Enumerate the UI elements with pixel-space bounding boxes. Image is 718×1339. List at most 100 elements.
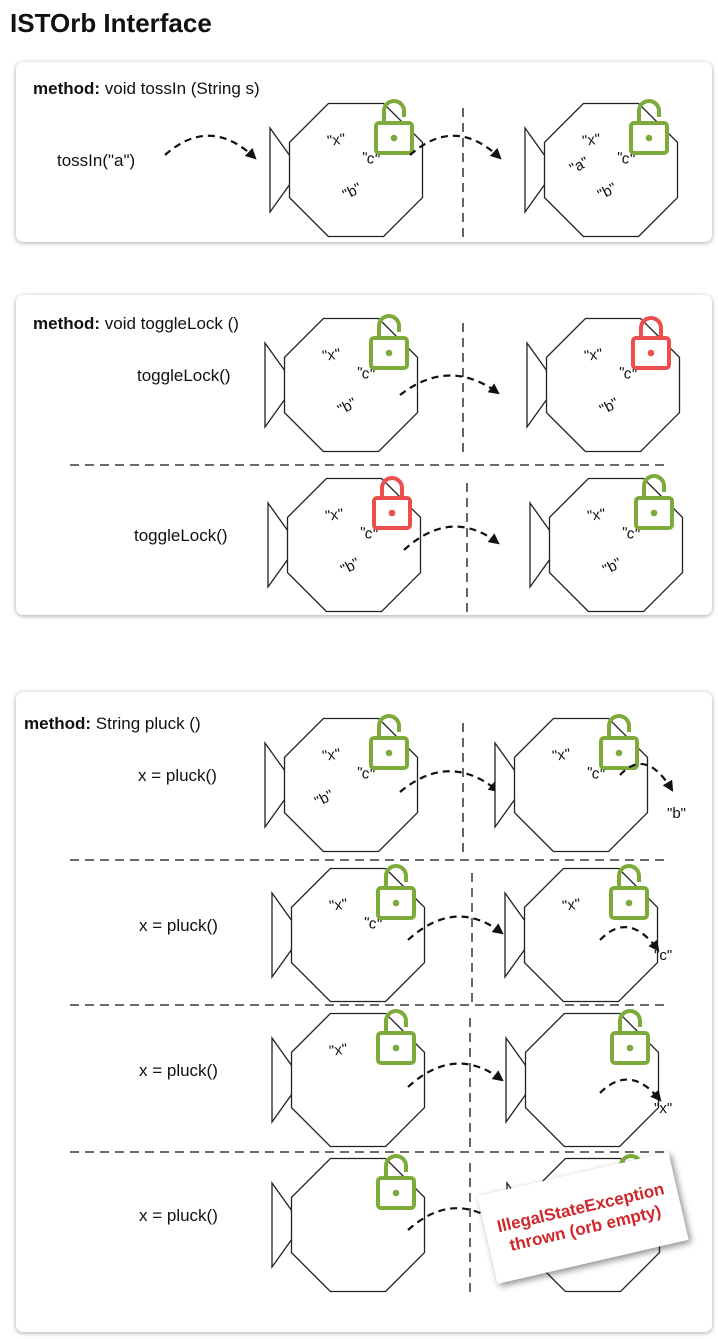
padlock-open-icon [376, 864, 416, 920]
padlock-shackle [382, 99, 406, 123]
padlock-shackle [377, 714, 401, 738]
padlock-shackle [384, 1009, 408, 1033]
method-keyword: method: [33, 79, 101, 98]
orb-after: "x""c" [494, 714, 649, 853]
padlock-shackle [617, 864, 641, 888]
orb-string: "x" [581, 131, 601, 150]
padlock-shackle [607, 714, 631, 738]
method-signature: void tossIn (String s) [100, 79, 260, 98]
padlock-open-icon [369, 714, 409, 770]
padlock-keyhole [626, 1044, 634, 1052]
padlock-shackle [637, 99, 661, 123]
orb-funnel [267, 500, 289, 590]
transition-row: x = pluck() "x" "x" [139, 1009, 672, 1152]
padlock-keyhole [645, 134, 653, 142]
padlock-shackle [384, 864, 408, 888]
padlock-keyhole [625, 899, 633, 907]
method-call-label: tossIn("a") [57, 151, 135, 170]
tossin-method-heading: method: void tossIn (String s) [33, 79, 260, 99]
padlock-open-icon [609, 864, 649, 920]
orb-funnel [524, 125, 546, 215]
transition-arrow [399, 374, 500, 396]
plucked-value: "x" [654, 1100, 672, 1117]
padlock-shackle [639, 316, 663, 338]
orb-funnel [269, 125, 291, 215]
orb-string: "c" [362, 914, 382, 933]
padlock-shackle [380, 476, 404, 498]
orb-funnel [271, 890, 293, 980]
padlock-shackle [642, 474, 666, 498]
padlock-keyhole [392, 1189, 400, 1197]
padlock-keyhole [385, 749, 393, 757]
padlock-keyhole [388, 509, 396, 517]
method-signature: String pluck () [91, 714, 201, 733]
padlock-keyhole [385, 349, 393, 357]
orb-string: "x" [561, 896, 581, 915]
orb-string: "b" [597, 395, 622, 419]
togglelock-method-heading: method: void toggleLock () [33, 314, 239, 334]
transition-row: x = pluck()"x""c""b""x""c""b" [138, 714, 686, 857]
pluck-method-heading: method: String pluck () [24, 714, 201, 734]
orb-after: "x""c""a""b" [524, 99, 679, 238]
orb-string: "x" [324, 506, 344, 525]
padlock-keyhole [392, 899, 400, 907]
padlock-open-icon [634, 474, 674, 530]
page-title: ISTOrb Interface [10, 8, 212, 38]
orb-funnel [264, 340, 286, 430]
orb-string: "x" [321, 346, 341, 365]
pluck-result-arrow [619, 763, 674, 792]
orb-string: "b" [340, 180, 365, 204]
orb-string: "c" [617, 364, 637, 383]
orb-string: "x" [586, 506, 606, 525]
orb-before: "x""c""b" [264, 714, 419, 853]
padlock-open-icon [610, 1009, 650, 1065]
padlock-open-icon [369, 314, 409, 370]
orb-string: "x" [326, 131, 346, 150]
method-call-label: toggleLock() [137, 366, 231, 385]
orb-string: "b" [338, 555, 363, 579]
orb-before [271, 1154, 426, 1293]
method-keyword: method: [24, 714, 92, 733]
padlock-open-icon [629, 99, 669, 155]
pluck-result-arrow [599, 926, 660, 952]
orb-after: "x" [504, 864, 659, 1003]
padlock-open-icon [374, 99, 414, 155]
orb-string: "c" [358, 524, 378, 543]
padlock-open-icon [599, 714, 639, 770]
orb-string: "x" [321, 746, 341, 765]
method-call-label: x = pluck() [139, 1061, 218, 1080]
orb-before: "x""c" [271, 864, 426, 1003]
orb-funnel [504, 890, 526, 980]
orb-string: "x" [583, 346, 603, 365]
orb-after: "x""c""b" [529, 474, 684, 613]
transition-row: tossIn("a")"x""c""b""x""c""a""b" [57, 99, 679, 242]
orb-string: "x" [328, 1041, 348, 1060]
orb-before: "x" [271, 1009, 426, 1148]
transition-arrow [407, 1062, 504, 1088]
orb-string: "c" [620, 524, 640, 543]
method-call-label: x = pluck() [139, 916, 218, 935]
orb-string: "c" [360, 149, 380, 168]
orb-funnel [505, 1035, 527, 1125]
orb-funnel [494, 740, 516, 830]
transition-arrow [403, 525, 500, 551]
transition-arrow [409, 134, 502, 160]
transition-row: x = pluck()"x""c""x""c" [139, 864, 672, 1007]
transition-arrow [407, 915, 504, 941]
plucked-value: "b" [667, 805, 686, 822]
method-keyword: method: [33, 314, 101, 333]
method-signature: void toggleLock () [100, 314, 239, 333]
orb-string: "c" [615, 149, 635, 168]
orb-before: "x" "c" "b" [267, 476, 422, 613]
call-arrow [164, 134, 257, 160]
method-call-label: x = pluck() [138, 766, 217, 785]
padlock-shackle [384, 1154, 408, 1178]
orb-before: "x" "c" "b" [269, 99, 424, 238]
orb-funnel [271, 1180, 293, 1270]
method-call-label: x = pluck() [139, 1206, 218, 1225]
orb-string: "b" [595, 180, 620, 204]
orb-string: "b" [335, 395, 360, 419]
padlock-keyhole [615, 749, 623, 757]
padlock-keyhole [647, 349, 655, 357]
